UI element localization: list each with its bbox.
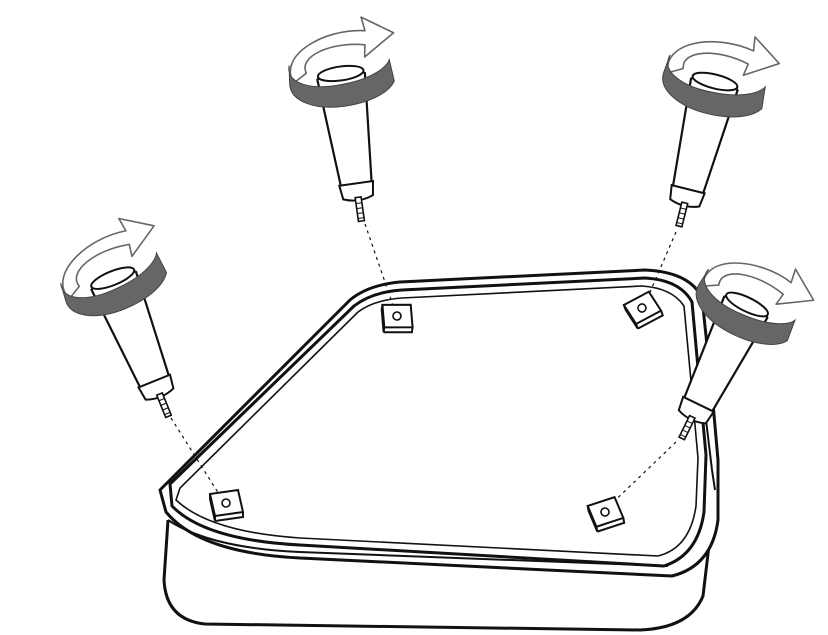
leg-left xyxy=(45,207,223,436)
leg-back-right xyxy=(628,18,784,241)
clockwise-screw-in-arrow-icon xyxy=(656,18,784,128)
leg-back-left xyxy=(282,13,419,228)
clockwise-screw-in-arrow-icon xyxy=(45,207,179,328)
clockwise-screw-in-arrow-icon xyxy=(282,13,403,113)
